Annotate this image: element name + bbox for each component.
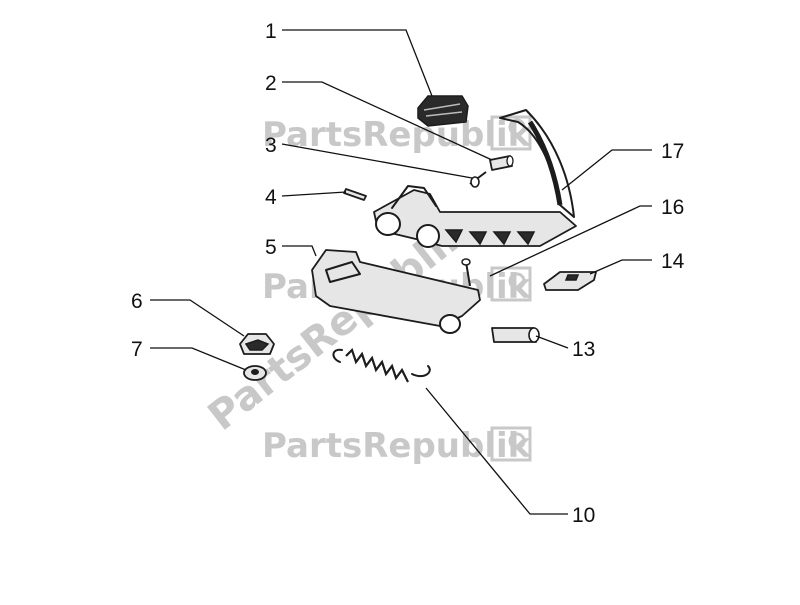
callout-3: 3: [265, 134, 277, 157]
callout-16: 16: [661, 196, 684, 219]
part-16-screw: [461, 258, 471, 287]
callout-17: 17: [661, 140, 684, 163]
part-6-buffer: [239, 333, 275, 355]
callout-5: 5: [265, 236, 277, 259]
part-14-clip: [543, 271, 597, 291]
callout-labels: 1 2 3 4 5 6 7 10 13 14 16 17: [131, 20, 685, 527]
callout-2: 2: [265, 72, 277, 95]
part-10-spring: [332, 347, 431, 383]
callout-7: 7: [131, 338, 143, 361]
leader-lines: [150, 29, 652, 515]
callout-13: 13: [572, 338, 595, 361]
watermark-text: PartsRepublik: [262, 426, 532, 466]
callout-14: 14: [661, 250, 685, 273]
watermark-bottom: PartsRepublik: [262, 426, 532, 466]
callout-4: 4: [265, 186, 277, 209]
part-stand-bracket: [373, 185, 577, 248]
part-2-pin: [489, 155, 514, 171]
watermark-top: PartsRepublik: [262, 115, 532, 155]
callout-6: 6: [131, 290, 143, 313]
callout-1: 1: [265, 20, 277, 43]
part-1-pedal-rubber: [417, 95, 469, 127]
gear-icon: [490, 426, 532, 462]
part-17-lever-arm: [499, 109, 575, 218]
part-3-split-pin: [469, 171, 487, 188]
part-4-small-pin: [343, 188, 367, 201]
part-7-nut: [243, 365, 267, 381]
part-5-plate: [311, 249, 481, 334]
gear-icon: [490, 266, 532, 302]
part-13-bushing: [491, 327, 540, 343]
callout-10: 10: [572, 504, 595, 527]
